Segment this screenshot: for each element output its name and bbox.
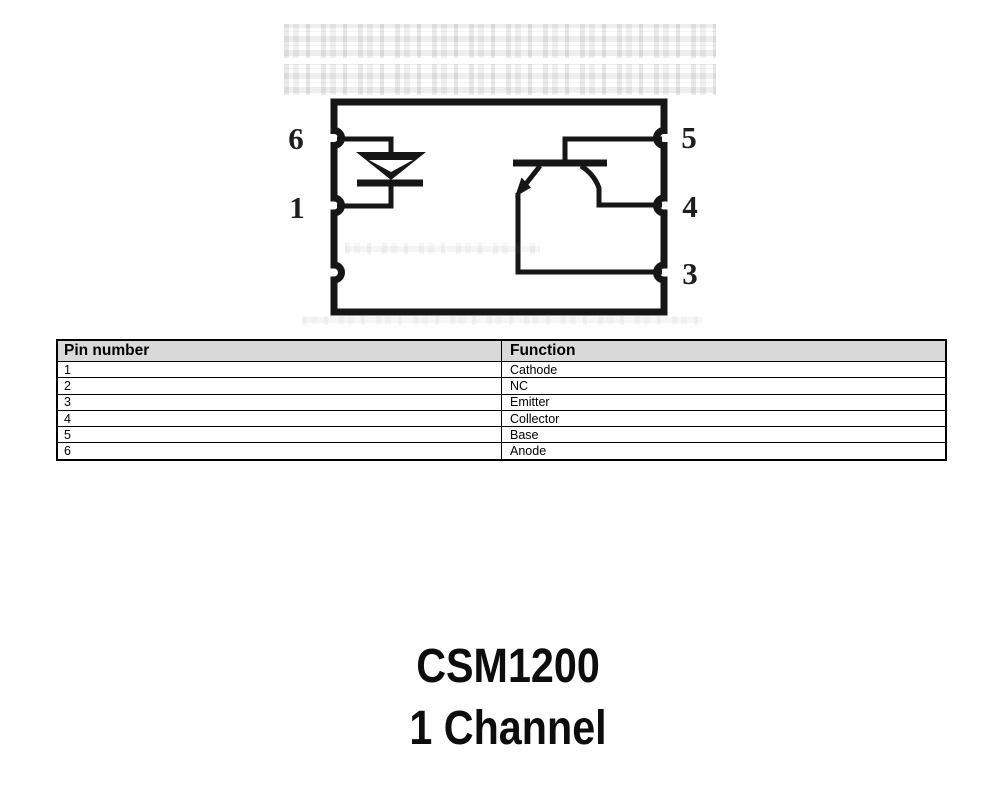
pin-label-5: 5 bbox=[681, 120, 697, 155]
function-cell: Base bbox=[501, 426, 947, 444]
scan-noise-band bbox=[345, 243, 540, 254]
function-cell: NC bbox=[501, 377, 947, 395]
pin-function-table: Pin number Function 1 Cathode 2 NC 3 Emi… bbox=[56, 339, 947, 461]
led-triangle-hollow bbox=[369, 160, 413, 172]
part-title-block: CSM1200 1 Channel bbox=[8, 636, 1000, 760]
table-row: 5 Base bbox=[56, 426, 947, 444]
table-row: 3 Emitter bbox=[56, 393, 947, 411]
part-number: CSM1200 bbox=[416, 640, 600, 693]
table-row: 4 Collector bbox=[56, 409, 947, 428]
led-anode-wire bbox=[337, 136, 394, 153]
table-row: 2 NC bbox=[56, 377, 947, 395]
scan-noise-band bbox=[284, 24, 716, 58]
transistor-collector-wire bbox=[579, 163, 662, 208]
pin-number-cell: 6 bbox=[56, 442, 502, 461]
transistor-emitter-arrow bbox=[515, 177, 531, 197]
function-cell: Cathode bbox=[501, 360, 947, 379]
pin-label-6: 6 bbox=[288, 121, 304, 156]
pin-number-cell: 2 bbox=[56, 377, 502, 395]
pin-label-1: 1 bbox=[289, 190, 305, 225]
transistor-emitter-line bbox=[523, 164, 542, 187]
scan-noise-band bbox=[302, 316, 702, 325]
pin-number-cell: 3 bbox=[56, 393, 502, 411]
pin-number-cell: 1 bbox=[56, 360, 502, 379]
pin-number-cell: 5 bbox=[56, 426, 502, 444]
table-header-row: Pin number Function bbox=[56, 339, 947, 362]
transistor-base-wire bbox=[562, 136, 662, 161]
pin-label-3: 3 bbox=[682, 256, 698, 291]
pin-label-4: 4 bbox=[682, 189, 698, 224]
function-cell: Emitter bbox=[501, 393, 947, 411]
pin-number-cell: 4 bbox=[56, 409, 502, 428]
function-cell: Anode bbox=[501, 442, 947, 461]
function-cell: Collector bbox=[501, 409, 947, 428]
channel-count: 1 Channel bbox=[409, 702, 607, 755]
table-row: 6 Anode bbox=[56, 442, 947, 461]
led-cathode-wire bbox=[337, 180, 394, 209]
scan-noise-band bbox=[284, 64, 716, 95]
table-header-pin-number: Pin number bbox=[56, 339, 502, 362]
table-row: 1 Cathode bbox=[56, 360, 947, 379]
transistor-emitter-wire bbox=[515, 193, 662, 275]
table-header-function: Function bbox=[501, 339, 947, 362]
